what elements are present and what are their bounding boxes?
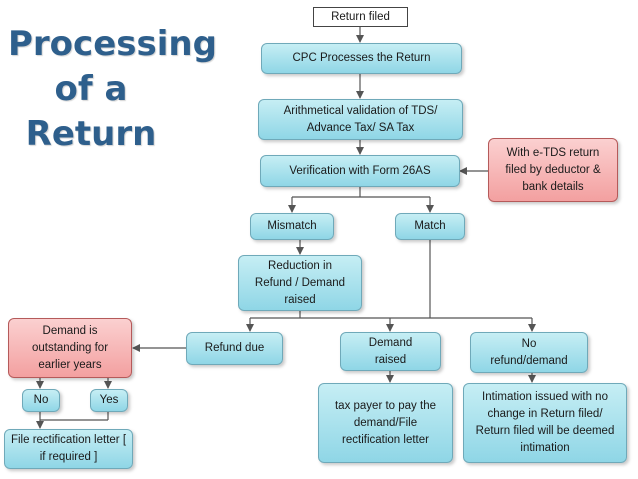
node-yes-label: Yes <box>99 394 119 406</box>
node-return-filed: Return filed <box>313 7 408 27</box>
node-reduction: Reduction in Refund / Demand raised <box>238 255 362 311</box>
node-intimation: Intimation issued with no change in Retu… <box>463 383 627 463</box>
node-match-label: Match <box>414 220 446 232</box>
node-cpc-processes-label: CPC Processes the Return <box>292 52 431 64</box>
node-tax-payer: tax payer to pay the demand/File rectifi… <box>318 383 453 463</box>
node-demand-raised-label: Demand raised <box>368 336 413 366</box>
node-demand-outstanding-label: Demand is outstanding for earlier years <box>31 324 109 371</box>
node-demand-outstanding: Demand is outstanding for earlier years <box>8 318 132 378</box>
node-refund-due: Refund due <box>186 332 283 365</box>
title-line-3: Return <box>25 114 157 154</box>
node-mismatch-label: Mismatch <box>267 220 317 232</box>
node-no-refund-demand: No refund/demand <box>470 332 588 373</box>
node-arithmetical-validation-label: Arithmetical validation of TDS/ Advance … <box>283 104 438 134</box>
node-cpc-processes: CPC Processes the Return <box>261 43 462 74</box>
title-line-2: of a <box>54 69 128 109</box>
node-no: No <box>22 389 60 412</box>
node-file-rectification: File rectification letter [ if required … <box>4 429 133 469</box>
node-no-label: No <box>33 394 49 406</box>
node-tax-payer-label: tax payer to pay the demand/File rectifi… <box>334 399 436 446</box>
node-etds-note-label: With e-TDS return filed by deductor & ba… <box>505 146 601 193</box>
node-mismatch: Mismatch <box>250 213 334 240</box>
node-intimation-label: Intimation issued with no change in Retu… <box>475 391 615 454</box>
node-verification: Verification with Form 26AS <box>260 155 460 187</box>
node-match: Match <box>395 213 465 240</box>
node-refund-due-label: Refund due <box>204 342 265 354</box>
node-verification-label: Verification with Form 26AS <box>289 164 431 177</box>
node-etds-note: With e-TDS return filed by deductor & ba… <box>488 138 618 202</box>
node-arithmetical-validation: Arithmetical validation of TDS/ Advance … <box>258 99 463 140</box>
node-yes: Yes <box>90 389 128 412</box>
node-no-refund-demand-label: No refund/demand <box>490 337 568 367</box>
node-return-filed-label: Return filed <box>331 10 390 23</box>
node-file-rectification-label: File rectification letter [ if required … <box>10 434 127 463</box>
node-reduction-label: Reduction in Refund / Demand raised <box>254 259 346 306</box>
node-demand-raised: Demand raised <box>340 332 441 371</box>
